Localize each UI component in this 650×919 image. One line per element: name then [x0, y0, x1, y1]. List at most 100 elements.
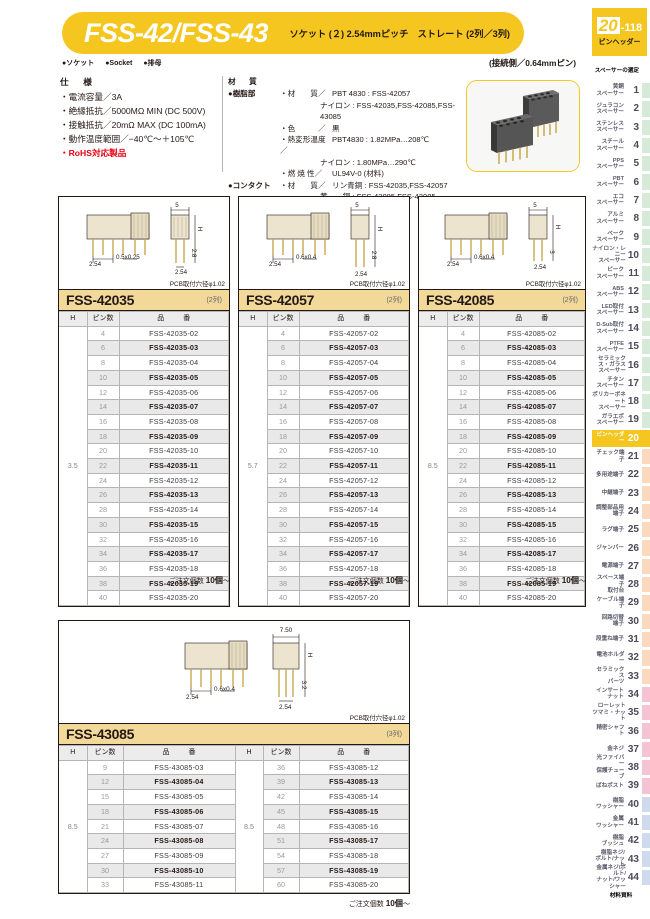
panel-name: FSS-42035: [66, 292, 135, 308]
material-row: ナイロン : FSS-42035,FSS-42085,FSS-43085: [228, 100, 463, 123]
panel-title-fss-42085: FSS-42085 (2列): [419, 289, 585, 311]
cell-pin-count: 24: [446, 472, 480, 489]
cell-pin-count: 38: [446, 575, 480, 592]
cell-pin-count: 16: [266, 413, 300, 430]
cell-pin-count: 32: [86, 531, 120, 548]
sidebar-item-number: 35: [627, 707, 639, 719]
panel-title-fss-42057: FSS-42057 (2列): [239, 289, 409, 311]
col-header-partnumber: 品 番: [298, 311, 409, 327]
cell-pin-count: 45: [262, 803, 300, 820]
sidebar-item-color-tab: [642, 357, 650, 373]
material-key: ・熱変形温度／: [280, 134, 326, 156]
cell-pin-count: 16: [446, 413, 480, 430]
cell-pin-count: 22: [266, 458, 300, 474]
cell-pin-count: 10: [266, 369, 300, 386]
sidebar-item-label: 精密シャフト: [596, 724, 625, 738]
dim-pin-2: 0.6x0.4: [296, 254, 317, 261]
cell-part-number: FSS-43085-11: [122, 877, 236, 894]
cell-pin-count: 18: [266, 428, 300, 445]
sidebar-item-number: 23: [627, 487, 639, 499]
sidebar-item-number: 1: [633, 85, 639, 97]
sidebar-item-label: ナイロン・レニースペーサー: [592, 245, 626, 265]
cell-pin-count: 39: [262, 774, 300, 791]
sidebar-item-label: アルミスペーサー: [596, 212, 624, 225]
sidebar-item-number: 27: [627, 560, 639, 572]
order-note-4: ご注文個数 10個～: [348, 899, 410, 908]
cell-part-number: FSS-42057-20: [298, 590, 409, 607]
sidebar-item-spacer-selection[interactable]: スペーサーの選定: [592, 62, 650, 82]
cell-part-number: FSS-42085-15: [478, 516, 585, 533]
material-row: ●コンタクト・材 質／リン青銅 : FSS-42035,FSS-42057: [228, 180, 463, 191]
dim-depth-1: 2.8: [190, 249, 197, 258]
cell-part-number: FSS-42085-19: [478, 575, 585, 592]
order-note-2: ご注文個数 10個～: [348, 576, 410, 585]
dim-h-4: H: [306, 653, 313, 658]
dim-width-1: 5: [175, 202, 179, 209]
cell-part-number: FSS-42035-04: [118, 355, 229, 371]
bullet-0: ●ソケット: [62, 60, 95, 67]
cell-part-number: FSS-42035-13: [118, 487, 229, 504]
cell-height: 8.5: [59, 759, 88, 894]
cell-pin-count: 6: [266, 340, 300, 357]
cell-pin-count: 6: [86, 340, 120, 357]
sidebar-item-material-data[interactable]: 材料資料: [592, 887, 650, 908]
cell-pin-count: 14: [446, 399, 480, 415]
badge-number: 20: [596, 15, 620, 35]
col-header-partnumber: 品 番: [122, 745, 236, 761]
material-label: [228, 168, 280, 179]
sidebar-item-label: スペース端子取付台: [596, 575, 625, 594]
cell-part-number: FSS-42085-08: [478, 413, 585, 430]
